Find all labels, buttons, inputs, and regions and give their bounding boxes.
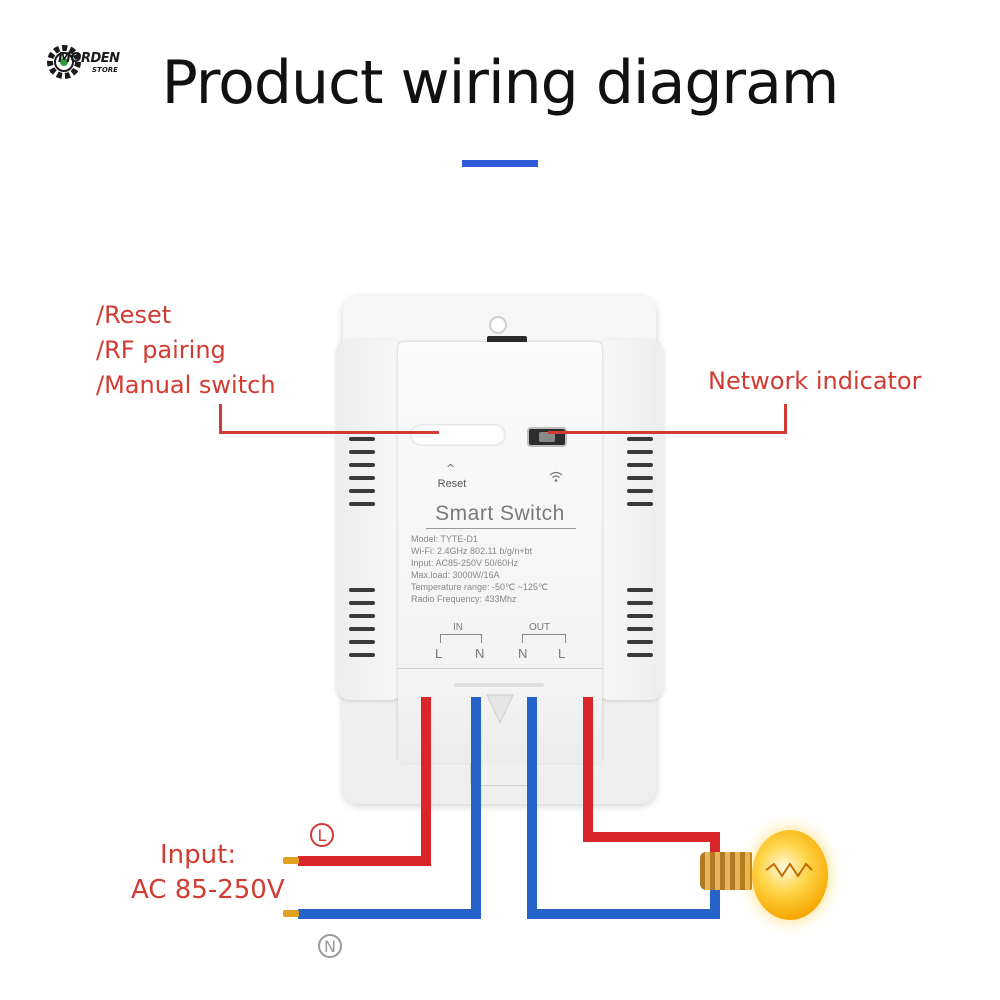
vent-group-lower-left	[349, 588, 375, 657]
vent-group-upper-left	[349, 437, 375, 506]
bulb-base	[700, 852, 752, 890]
wire-input-live-vertical	[421, 697, 431, 863]
chevron-up-icon: ^	[446, 462, 456, 475]
reset-button[interactable]	[410, 424, 506, 446]
annotation-rf-pairing: /RF pairing	[96, 336, 226, 364]
annotation-network-indicator: Network indicator	[708, 367, 922, 395]
wire-input-live-tip	[283, 857, 299, 864]
input-voltage-label: AC 85-250V	[131, 875, 285, 905]
device-specs: Model: TYTE-D1 Wi-Fi: 2.4GHz 802.11 b/g/…	[411, 533, 548, 605]
wire-input-neutral-horizontal	[298, 909, 481, 919]
wire-output-neutral-horizontal	[527, 909, 720, 919]
input-label: Input:	[160, 840, 237, 870]
mount-hole	[489, 316, 507, 334]
light-bulb-icon	[752, 830, 828, 920]
terminal-out-n: N	[518, 646, 528, 661]
logo-subtext: STORE	[92, 66, 118, 74]
spec-input: Input: AC85-250V 50/60Hz	[411, 558, 519, 568]
spec-radio-frequency: Radio Frequency: 433Mhz	[411, 594, 517, 604]
annotation-reset: /Reset	[96, 301, 172, 329]
mount-slot	[487, 336, 527, 344]
live-symbol-icon: L	[310, 823, 334, 847]
terminal-block	[398, 668, 602, 763]
spec-temperature: Temperature range: -50℃ ~125℃	[411, 582, 549, 592]
wire-output-neutral-to-bulb	[710, 872, 720, 919]
wire-input-live-horizontal	[298, 856, 431, 866]
spec-wifi: Wi-Fi: 2.4GHz 802.11 b/g/n+bt	[411, 546, 533, 556]
device-name-underline	[426, 528, 576, 529]
page-title: Product wiring diagram	[161, 48, 840, 118]
wire-input-neutral-tip	[283, 910, 299, 917]
terminal-in-label: IN	[453, 622, 463, 633]
leader-line-right-vertical	[784, 404, 787, 434]
device-name: Smart Switch	[435, 502, 565, 525]
vent-group-upper-right	[627, 437, 653, 506]
leader-line-left-vertical	[219, 404, 222, 434]
terminal-out-bracket	[522, 634, 566, 643]
terminal-in-bracket	[440, 634, 482, 643]
title-underline	[462, 160, 538, 167]
terminal-in-l: L	[435, 646, 443, 661]
wire-output-live-to-bulb	[710, 832, 720, 868]
brand-logo: MORDEN STORE	[44, 42, 134, 82]
leader-line-left-horizontal	[219, 431, 439, 434]
annotation-reset-functions: /Reset /RF pairing /Manual switch	[96, 298, 276, 403]
terminal-out-label: OUT	[529, 622, 551, 633]
terminal-in-n: N	[475, 646, 485, 661]
bulb-filament	[765, 862, 813, 878]
gear-logo-icon	[47, 45, 81, 79]
wifi-icon	[549, 471, 563, 482]
chevron-down-icon	[486, 694, 514, 725]
vent-group-lower-right	[627, 588, 653, 657]
wire-output-neutral-vertical	[527, 697, 537, 919]
wire-output-live-vertical	[583, 697, 593, 842]
reset-label: Reset	[437, 478, 467, 490]
leader-line-right-horizontal	[548, 431, 787, 434]
annotation-manual-switch: /Manual switch	[96, 371, 276, 399]
logo-text: MORDEN	[58, 51, 120, 66]
neutral-symbol-icon: N	[318, 934, 342, 958]
wire-output-live-horizontal	[583, 832, 720, 842]
spec-max-load: Max.load: 3000W/16A	[411, 570, 500, 580]
spec-model: Model: TYTE-D1	[411, 534, 478, 544]
wire-input-neutral-vertical	[471, 697, 481, 917]
terminal-out-l: L	[558, 646, 566, 661]
network-indicator-led	[527, 427, 567, 447]
